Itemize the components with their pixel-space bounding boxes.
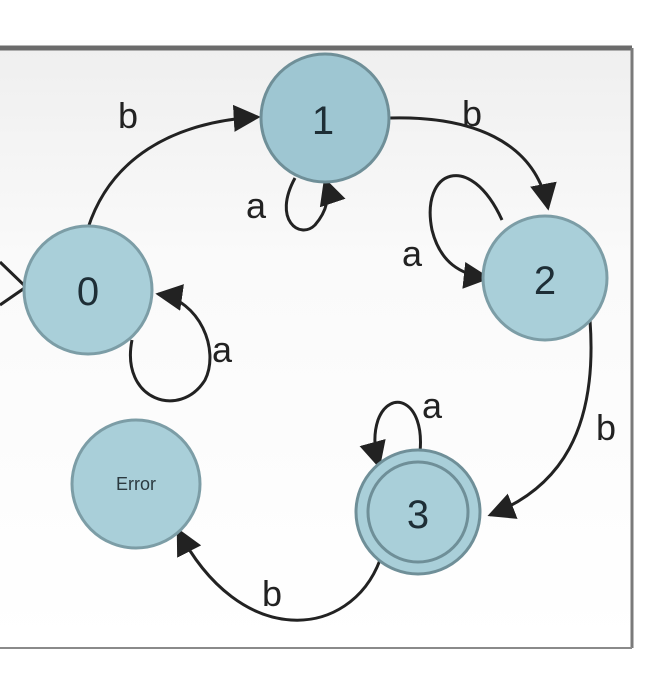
state-3-label: 3: [407, 493, 429, 537]
edge-3-error-b: [176, 527, 382, 622]
label-2-3: b: [596, 407, 616, 448]
loop-0-a: [128, 284, 212, 403]
loop-1-a: [284, 177, 346, 232]
label-loop-2: a: [402, 233, 423, 274]
loop-2-a: [428, 174, 504, 289]
state-1-label: 1: [312, 99, 334, 143]
edge-1-2-b: [389, 116, 557, 211]
label-loop-1: a: [246, 185, 267, 226]
label-loop-3: a: [422, 385, 443, 426]
label-1-2: b: [462, 93, 482, 134]
loop-3-a: [359, 401, 422, 469]
state-0: 0: [22, 224, 154, 356]
label-3-error: b: [262, 573, 282, 614]
edge-2-3-b: [487, 319, 593, 519]
state-0-label: 0: [77, 270, 99, 314]
state-2: 2: [481, 214, 609, 342]
edge-0-1-b: [86, 104, 261, 229]
state-error: Error: [70, 418, 202, 550]
label-0-1: b: [118, 95, 138, 136]
state-3: 3: [354, 448, 482, 576]
state-1: 1: [259, 52, 391, 184]
state-error-label: Error: [116, 474, 156, 494]
label-loop-0: a: [212, 329, 233, 370]
state-2-label: 2: [534, 259, 556, 303]
